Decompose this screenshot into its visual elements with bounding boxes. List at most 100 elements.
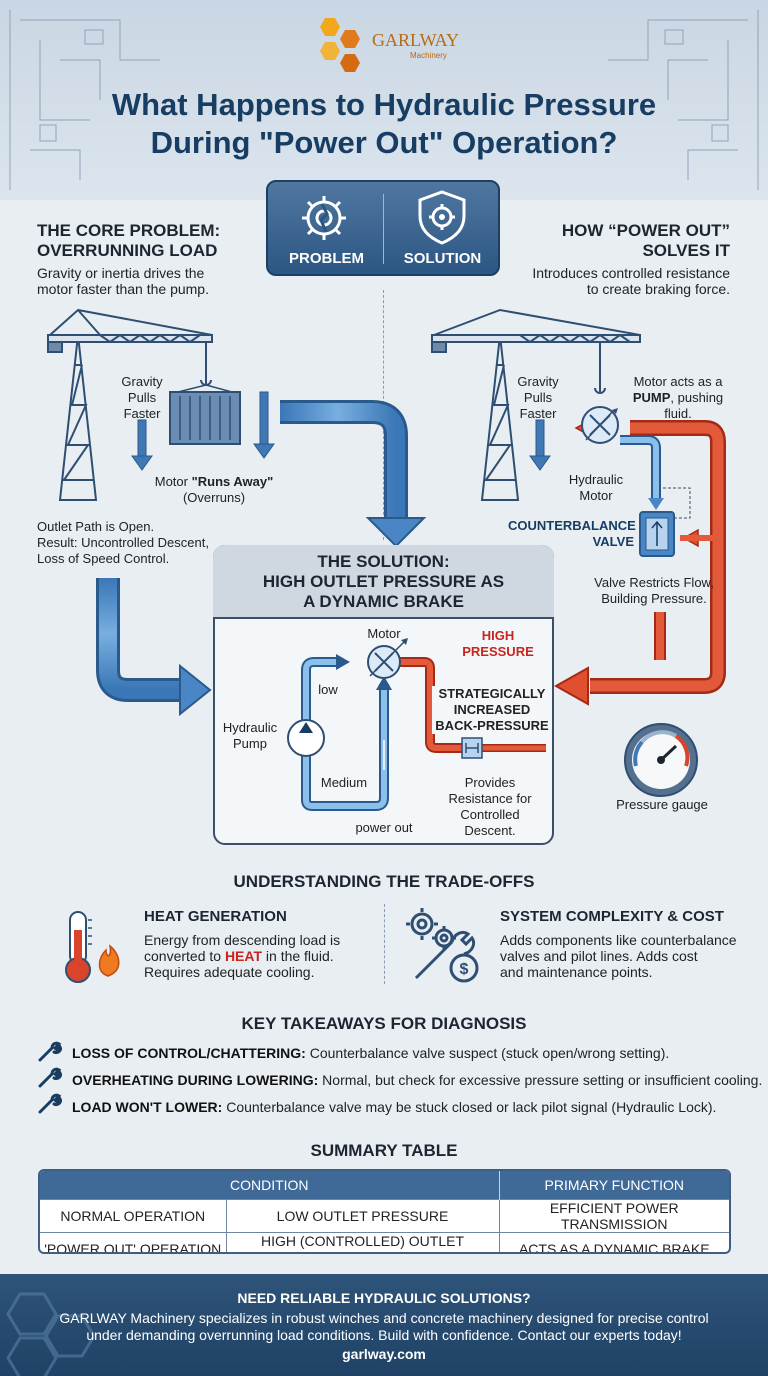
solution-desc-2: to create braking force. (586, 281, 730, 297)
pump-note-3: fluid. (664, 406, 692, 421)
restrict-2: Building Pressure. (601, 591, 707, 606)
dollar-coin-icon (449, 953, 479, 983)
wrench-icons (38, 1041, 62, 1114)
problem-heading: THE CORE PROBLEM: OVERRUNNING LOAD (37, 221, 220, 261)
solution-desc-1: Introduces controlled resistance (532, 265, 730, 281)
medium-label: Medium (320, 775, 368, 790)
heat-2-pre: converted to (144, 948, 225, 964)
table-cell: NORMAL OPERATION (40, 1198, 227, 1232)
badge-divider (383, 194, 384, 264)
summary-title: SUMMARY TABLE (310, 1141, 458, 1160)
heat-3: Requires adequate cooling. (144, 964, 315, 980)
hexagon-decoration (6, 1292, 96, 1376)
solution-title-1: THE SOLUTION: (317, 552, 450, 571)
solution-title-3: A DYNAMIC BRAKE (303, 592, 464, 611)
takeaways-title: KEY TAKEAWAYS FOR DIAGNOSIS (241, 1014, 527, 1033)
footer-text: GARLWAY Machinery specializes in robust … (40, 1310, 728, 1344)
pressure-gauge-icon (624, 723, 698, 797)
brand-name: GARLWAY (372, 30, 460, 50)
high-pressure-1: HIGH (481, 628, 515, 643)
solution-panel-header (213, 545, 554, 619)
problem-desc-2: motor faster than the pump. (37, 281, 209, 297)
table-cell: 'POWER OUT' OPERATION (40, 1231, 227, 1252)
gravity-label-left: Gravity Pulls Faster (114, 374, 170, 422)
provides-resistance-label: Provides Resistance for Controlled Desce… (440, 775, 540, 839)
runs-away-label: Motor "Runs Away" (Overruns) (148, 474, 280, 506)
function-header: PRIMARY FUNCTION (499, 1171, 729, 1199)
circuit-lines-decoration (9, 10, 759, 190)
solution-panel-title: THE SOLUTION: HIGH OUTLET PRESSURE AS A … (213, 552, 554, 612)
takeaway-item: OVERHEATING DURING LOWERING: Normal, but… (72, 1071, 762, 1089)
gears-icon: $ (406, 908, 479, 983)
container-icon (169, 384, 241, 445)
heat-1: Energy from descending load is (144, 932, 341, 948)
page-title: What Happens to Hydraulic Pressure Durin… (0, 86, 768, 162)
table-cell: EFFICIENT POWER TRANSMISSION (499, 1198, 729, 1232)
problem-heading-2: OVERRUNNING LOAD (37, 241, 218, 260)
title-line-1: What Happens to Hydraulic Pressure (111, 87, 657, 122)
runs-bold: "Runs Away" (191, 474, 274, 489)
provides-1: Provides (464, 775, 516, 790)
provides-2: Resistance for (448, 791, 532, 806)
takeaway-2-text: Normal, but check for excessive pressure… (318, 1072, 763, 1088)
strategic-3: BACK-PRESSURE (435, 718, 549, 733)
circuit-schematic (287, 638, 546, 811)
footer-link[interactable]: garlway.com (342, 1346, 426, 1362)
gravity-right-1: Gravity (517, 374, 559, 389)
table-row: 'POWER OUT' OPERATION HIGH (CONTROLLED) … (40, 1231, 729, 1252)
provides-3: Controlled (460, 807, 520, 822)
takeaway-1-text: Counterbalance valve suspect (stuck open… (305, 1045, 670, 1061)
crane-icon-left (47, 308, 213, 501)
power-out-label: power out (355, 820, 413, 835)
takeaway-2-bold: OVERHEATING DURING LOWERING: (72, 1072, 319, 1088)
valve-restricts-label: Valve Restricts Flow, Building Pressure. (574, 575, 734, 607)
gravity-right-3: Faster (519, 406, 557, 421)
problem-desc-1: Gravity or inertia drives the (37, 265, 205, 281)
table-cell: HIGH (CONTROLLED) OUTLET PRESSURE (226, 1231, 500, 1252)
pressure-gauge-label: Pressure gauge (616, 797, 708, 812)
hydraulic-diagram (47, 308, 726, 717)
cost-title: SYSTEM COMPLEXITY & COST (500, 908, 724, 925)
cost-description: Adds components like counterbalance valv… (500, 932, 737, 980)
low-label: low (318, 682, 338, 697)
footer-band (0, 1274, 768, 1376)
strategic-2: INCREASED (453, 702, 531, 717)
problem-heading-1: THE CORE PROBLEM: (37, 221, 221, 240)
solution-heading-1: HOW “POWER OUT” (561, 221, 730, 240)
solution-heading-2: SOLVES IT (642, 241, 730, 260)
outlet-2: Result: Uncontrolled Descent, (37, 535, 209, 550)
thermometer-icon (65, 911, 120, 983)
motor-pump-label: Motor acts as a PUMP, pushing fluid. (628, 374, 728, 422)
solution-title-2: HIGH OUTLET PRESSURE AS (262, 572, 505, 591)
outlet-1: Outlet Path is Open. (37, 519, 155, 534)
table-cell: LOW OUTLET PRESSURE (226, 1198, 500, 1232)
crane-icon-right (431, 308, 641, 501)
garlway-logo (320, 18, 360, 72)
gravity-right-2: Pulls (523, 390, 553, 405)
cost-2: valves and pilot lines. Adds cost (500, 948, 698, 964)
summary-table: CONDITION PRIMARY FUNCTION NORMAL OPERAT… (38, 1169, 731, 1254)
takeaway-3-text: Counterbalance valve may be stuck closed… (222, 1099, 717, 1115)
title-line-2: During "Power Out" Operation? (150, 125, 618, 160)
cost-1: Adds components like counterbalance (500, 932, 737, 948)
pump-label-1: Hydraulic (222, 720, 278, 735)
gravity-left-1: Gravity (121, 374, 163, 389)
takeaway-1-bold: LOSS OF CONTROL/CHATTERING: (72, 1045, 306, 1061)
pump-note-1: Motor acts as a (633, 374, 723, 389)
hydraulic-pump-label: Hydraulic Pump (218, 720, 282, 752)
runs-line-2: (Overruns) (182, 490, 246, 505)
gravity-label-right: Gravity Pulls Faster (510, 374, 566, 422)
hyd-motor-2: Motor (579, 488, 613, 503)
provides-4: Descent. (464, 823, 516, 838)
outlet-3: Loss of Speed Control. (37, 551, 170, 566)
takeaway-item: LOAD WON'T LOWER: Counterbalance valve m… (72, 1098, 716, 1116)
cost-3: and maintenance points. (500, 964, 653, 980)
wrench-icon (414, 930, 476, 980)
brand-sub: Machinery (410, 51, 447, 60)
takeaway-3-bold: LOAD WON'T LOWER: (72, 1099, 223, 1115)
svg-text:$: $ (460, 961, 469, 978)
heat-description: Energy from descending load is converted… (144, 932, 340, 980)
tradeoffs-title: UNDERSTANDING THE TRADE-OFFS (233, 872, 535, 891)
heat-2-bold: HEAT (224, 948, 263, 964)
gear-broken-icon (302, 196, 346, 240)
